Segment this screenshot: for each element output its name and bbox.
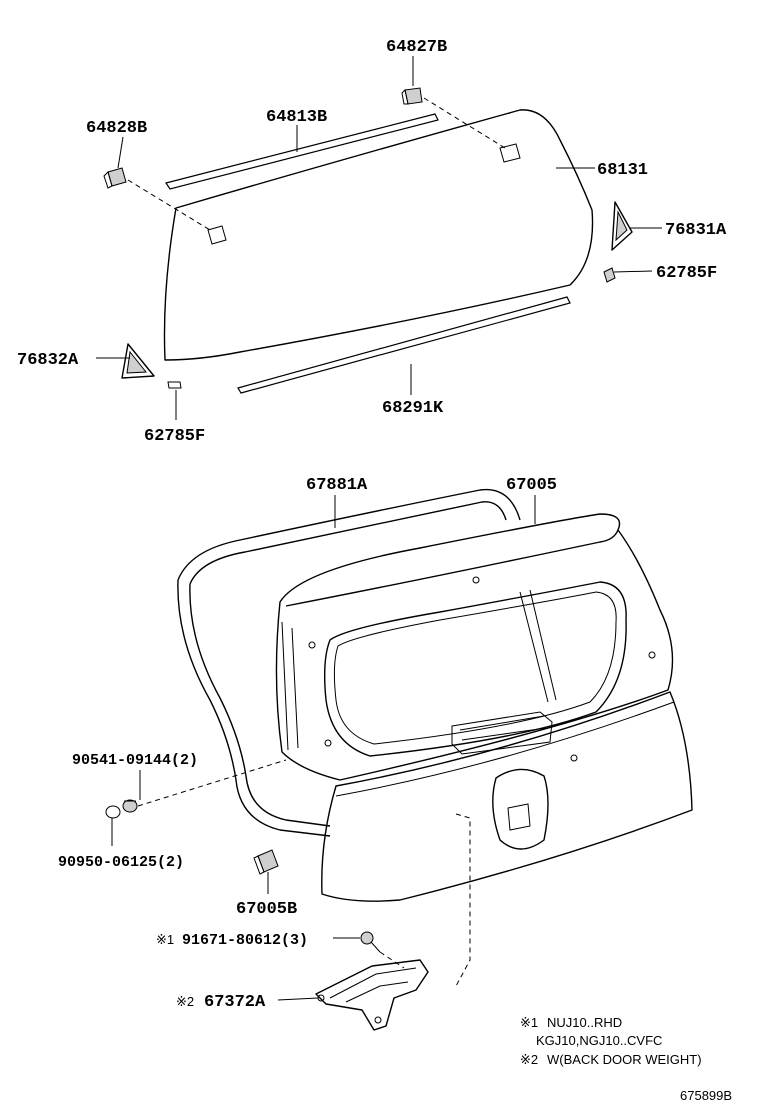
back-door-weight-67372A[interactable] [315, 959, 429, 1031]
bolt-hole [648, 651, 656, 659]
garnish-76832A[interactable] [121, 343, 155, 379]
assembly-line-64827B [423, 97, 506, 149]
assembly-line-cushion [137, 759, 287, 807]
cushion-90541-09144[interactable] [122, 799, 138, 813]
bolt-91671-80612[interactable] [360, 931, 381, 953]
window-opening-inner [333, 591, 617, 745]
spacer-62785F-right[interactable] [603, 267, 616, 283]
label-67005: 67005 [506, 476, 557, 495]
weatherstrip-67881A[interactable] [177, 488, 521, 837]
weight-hole [317, 994, 325, 1002]
label-67372A-mark: ※2 [176, 994, 194, 1009]
lower-panel-top-edge [335, 701, 675, 797]
note-2-line: W(BACK DOOR WEIGHT) [547, 1052, 702, 1067]
garnish-76831A[interactable] [611, 201, 633, 251]
bolt-hole [570, 754, 578, 762]
back-door-panel-group: 67881A 67005 90541-09144(2) 90950-06125(… [58, 476, 693, 1031]
leader-67372A [277, 997, 319, 1001]
back-window-glass-group: 64827B 64813B 64828B 68131 76831A 62785F… [17, 38, 727, 446]
spacer-62785F-left[interactable] [167, 381, 182, 389]
label-91671-80612: 91671-80612(3) [182, 932, 308, 949]
bolt-hole [472, 576, 480, 584]
leader-62785F-right [613, 270, 653, 273]
label-62785F-left: 62785F [144, 427, 205, 446]
footnotes: ※1 NUJ10..RHD KGJ10,NGJ10..CVFC ※2 W(BAC… [520, 1015, 732, 1103]
emblem-housing [492, 768, 549, 850]
note-1-mark: ※1 [520, 1015, 538, 1030]
window-pillar-2 [529, 589, 557, 701]
spoiler-edge [285, 529, 619, 607]
note-2-mark: ※2 [520, 1052, 538, 1067]
label-64828B: 64828B [86, 119, 147, 138]
label-91671-mark: ※1 [156, 932, 174, 947]
label-67881A: 67881A [306, 476, 368, 495]
label-64813B: 64813B [266, 108, 327, 127]
label-76831A: 76831A [665, 221, 727, 240]
back-door-lower-panel[interactable] [321, 691, 693, 902]
cushion-67005B[interactable] [253, 849, 279, 875]
label-68131: 68131 [597, 161, 648, 180]
latch-bracket-detail [459, 715, 547, 741]
back-window-glass-68131[interactable] [163, 109, 594, 361]
molding-strip-68291K[interactable] [237, 296, 571, 394]
back-door-67005[interactable] [275, 513, 674, 781]
weatherstrip-67881A-inner [189, 501, 507, 827]
note-1-line-1: NUJ10..RHD [547, 1015, 622, 1030]
clip-64828B[interactable] [103, 167, 127, 189]
weight-detail [329, 967, 417, 1003]
label-67372A: 67372A [204, 993, 266, 1012]
label-90950-06125: 90950-06125(2) [58, 854, 184, 871]
plug-90950-06125[interactable] [105, 805, 121, 819]
assembly-line-bolt [379, 951, 405, 969]
label-67005B: 67005B [236, 900, 297, 919]
note-1-line-2: KGJ10,NGJ10..CVFC [536, 1033, 662, 1048]
weight-hole [374, 1016, 382, 1024]
label-76832A: 76832A [17, 351, 79, 370]
latch-bracket [451, 711, 553, 755]
label-64827B: 64827B [386, 38, 447, 57]
molding-strip-64813B[interactable] [165, 113, 439, 190]
back-door-window-opening [323, 581, 627, 757]
window-pillar [519, 591, 549, 703]
label-68291K: 68291K [382, 399, 444, 418]
label-90541-09144: 90541-09144(2) [72, 752, 198, 769]
bolt-hole [324, 739, 332, 747]
leader-64828B [117, 136, 124, 169]
emblem-inner [507, 803, 531, 831]
figure-number: 675899B [680, 1088, 732, 1103]
door-left-flange [281, 621, 299, 751]
assembly-line-door-to-hinge [454, 813, 471, 989]
clip-64827B[interactable] [401, 87, 423, 105]
label-62785F-right: 62785F [656, 264, 717, 283]
bolt-hole [308, 641, 316, 649]
assembly-line-64828B [127, 179, 211, 231]
glass-stopper-pad-left [207, 225, 227, 245]
glass-stopper-pad-right [499, 143, 521, 163]
